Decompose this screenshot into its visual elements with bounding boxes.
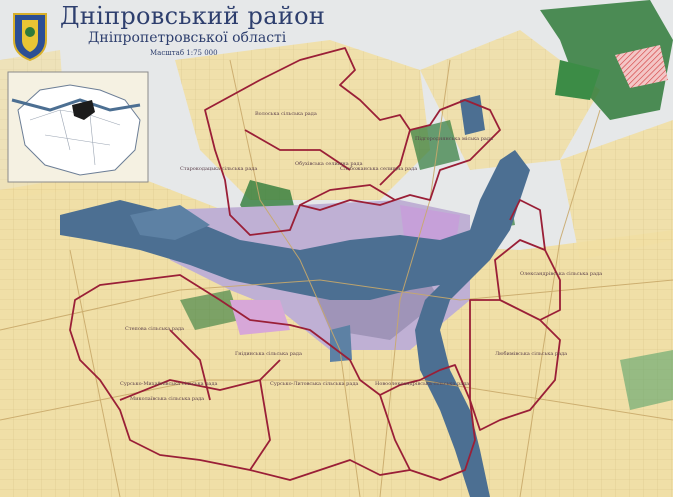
map-scale: Масштаб 1:75 000 xyxy=(150,49,218,57)
coat-of-arms-icon xyxy=(13,13,47,62)
district-label: Обухівська селищна рада xyxy=(295,160,363,167)
map-subtitle: Дніпропетровської області xyxy=(88,30,287,46)
district-label: Слобожанська селищна рада xyxy=(340,165,417,172)
district-labels: Олександрівська сільська рада Волоська с… xyxy=(120,111,602,402)
district-label: Новоолександрівська сільська рада xyxy=(375,381,469,387)
district-label: Старокодацька сільська рада xyxy=(180,166,257,172)
district-label: Сурсько-Литовська сільська рада xyxy=(270,381,358,387)
district-label: Олександрівська сільська рада xyxy=(520,271,602,277)
district-label: Сурсько-Михайлівська сільська рада xyxy=(120,381,217,387)
district-label: Гнідинська сільська рада xyxy=(235,351,302,357)
district-label: Підгороднянська міська рада xyxy=(415,136,493,142)
map-title: Дніпровський район xyxy=(60,2,326,30)
district-label: Миколаївська сільська рада xyxy=(130,396,204,402)
road-network xyxy=(0,59,673,497)
district-label: Любимівська сільська рада xyxy=(495,350,567,357)
dnipro-river xyxy=(60,95,530,497)
district-boundaries xyxy=(69,47,561,481)
restricted-area xyxy=(615,45,668,88)
oblast-locator-icon xyxy=(7,71,149,183)
district-label: Волоська сільська рада xyxy=(255,111,317,117)
district-label: Степова сільська рада xyxy=(125,326,184,332)
